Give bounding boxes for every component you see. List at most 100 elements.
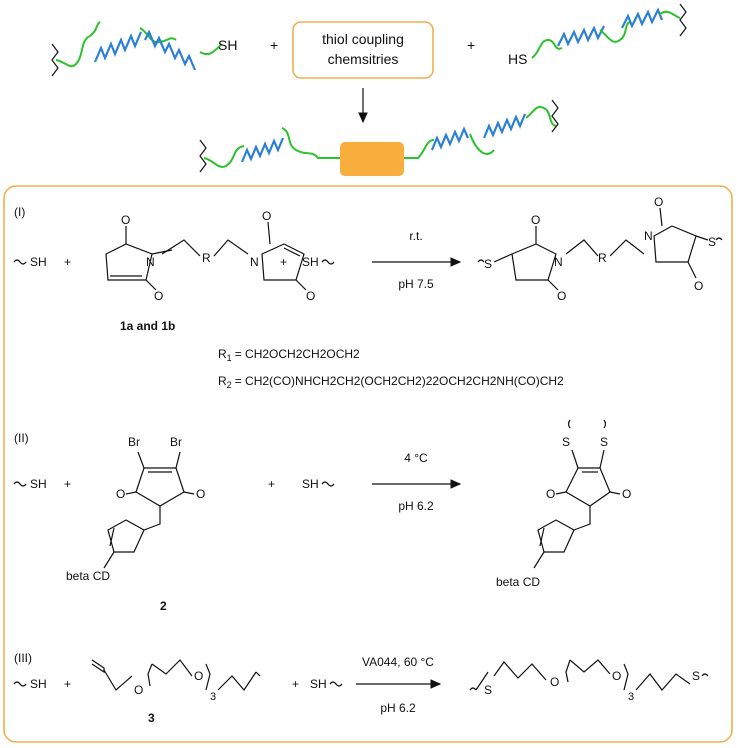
section-1-roman: (I) <box>14 205 25 219</box>
r2-formula: = CH2(CO)NHCH2CH2(OCH2CH2)22OCH2CH2NH(CO… <box>235 374 564 388</box>
reactant-sh-left: SH <box>30 477 47 491</box>
plus: + <box>64 677 71 691</box>
product-right-anchor <box>551 99 559 133</box>
product-helix-1 <box>240 137 285 163</box>
product-2-sulfur-left: S <box>562 435 570 449</box>
dbm-oxygen-right: O <box>196 487 205 501</box>
helix-4 <box>621 7 664 29</box>
r1-symbol: R <box>218 347 227 361</box>
beta-cd-label-product: beta CD <box>496 575 540 589</box>
helix-2 <box>144 29 197 71</box>
reactions-panel <box>3 185 733 743</box>
reactant-sh-left: SH <box>30 255 47 269</box>
product-3-sulfur-right: S <box>692 669 700 683</box>
dithiomaleimide-product: S S O O beta CD <box>496 419 631 589</box>
product-1-oxygen-4: O <box>694 279 703 293</box>
r1-definition: R1= CH2OCH2CH2OCH2 <box>218 347 360 363</box>
coupling-box-line1: thiol coupling <box>322 31 404 47</box>
bromine-right: Br <box>170 435 182 449</box>
plus: + <box>64 255 71 269</box>
bismaleimide-structure: O N O R N O O <box>105 209 315 303</box>
product-1-oxygen-2: O <box>557 289 566 303</box>
compound-1-label: 1a and 1b <box>120 319 175 333</box>
condition-3-top: VA044, 60 °C <box>362 655 434 669</box>
bis-succinimide-product: S O N O R N O O S <box>477 195 723 303</box>
product-left-anchor <box>199 139 207 173</box>
product-3-oxygen-2: O <box>612 669 621 683</box>
plus: + <box>280 255 287 269</box>
r2-symbol: R <box>218 374 227 388</box>
linker-R: R <box>202 251 211 265</box>
r1-subscript: 1 <box>227 353 232 363</box>
condition-2-top: 4 °C <box>404 451 428 465</box>
maleimide-1-oxygen-bottom: O <box>154 289 163 303</box>
dibromomaleimide-structure: Br Br O O beta CD <box>66 435 205 583</box>
reactant-sh-right: SH <box>310 677 327 691</box>
product-1-nitrogen-1: N <box>554 255 563 269</box>
left-anchor-wavy <box>51 43 59 77</box>
peg-repeat-count-reactant: 3 <box>210 691 216 703</box>
wavy-bond <box>329 681 343 687</box>
product-helix-3 <box>482 113 527 139</box>
product-1-sulfur-left: S <box>484 257 492 271</box>
product-1-oxygen-1: O <box>531 213 540 227</box>
helix-3 <box>557 25 605 47</box>
wavy-bond <box>13 481 27 487</box>
condition-3-bottom: pH 6.2 <box>380 701 416 715</box>
wavy-bond <box>321 259 335 265</box>
product-2-oxygen-left: O <box>546 487 555 501</box>
plus: + <box>292 677 299 691</box>
plus: + <box>64 477 71 491</box>
thioether-peg-product: S O O 3 S <box>469 659 709 703</box>
product-3-oxygen-1: O <box>550 675 559 689</box>
beta-cd-label-reactant: beta CD <box>66 569 110 583</box>
diallyl-peg-structure: O O 3 <box>91 659 261 703</box>
r2-subscript: 2 <box>227 380 232 390</box>
product-1-sulfur-right: S <box>708 235 716 249</box>
wavy-bond <box>321 481 335 487</box>
product-1-R: R <box>598 251 607 265</box>
helix-1 <box>93 31 143 63</box>
compound-2-label: 2 <box>160 599 167 613</box>
product-3-sulfur-left: S <box>484 683 492 697</box>
maleimide-1-oxygen-top: O <box>121 213 130 227</box>
reactant-sh-right: SH <box>302 477 319 491</box>
reactant-sh-right: SH <box>302 255 319 269</box>
product-helix-2 <box>430 126 470 151</box>
section-2-roman: (II) <box>14 431 29 445</box>
plus: + <box>268 477 275 491</box>
top-plus-1: + <box>270 37 278 53</box>
right-anchor-wavy <box>679 3 687 37</box>
bromine-left: Br <box>128 435 140 449</box>
diallyl-oxygen-2: O <box>194 669 203 683</box>
top-plus-2: + <box>467 37 475 53</box>
compound-3-label: 3 <box>148 711 155 725</box>
product-2-sulfur-right: S <box>600 435 608 449</box>
left-sh-label: SH <box>218 37 237 53</box>
r2-definition: R2= CH2(CO)NHCH2CH2(OCH2CH2)22OCH2CH2NH(… <box>218 374 564 390</box>
product-1-nitrogen-2: N <box>644 229 653 243</box>
condition-1-bottom: pH 7.5 <box>398 277 434 291</box>
section-1: (I) SH + O N O R N O O + SH r.t. <box>13 195 723 390</box>
left-peptide: SH <box>51 21 237 77</box>
dbm-oxygen-left: O <box>116 487 125 501</box>
maleimide-2-oxygen-bottom: O <box>306 289 315 303</box>
wavy-bond <box>13 681 27 687</box>
coupling-block <box>340 142 404 176</box>
right-hs-label: HS <box>508 51 527 67</box>
wavy-bond <box>13 259 27 265</box>
coupled-product <box>199 99 559 176</box>
diallyl-oxygen-1: O <box>134 683 143 697</box>
section-3: (III) SH + O O 3 3 + SH VA044, 60 °C pH … <box>13 651 709 725</box>
section-2: (II) SH + Br Br O O beta CD 2 + SH 4 °C … <box>13 419 631 613</box>
r1-formula: = CH2OCH2CH2OCH2 <box>235 347 360 361</box>
condition-2-bottom: pH 6.2 <box>398 499 434 513</box>
right-peptide: HS <box>508 3 687 67</box>
section-3-roman: (III) <box>14 651 32 665</box>
product-2-oxygen-right: O <box>622 487 631 501</box>
maleimide-1-nitrogen: N <box>146 255 155 269</box>
product-1-oxygen-3: O <box>654 195 663 209</box>
condition-1-top: r.t. <box>409 229 422 243</box>
maleimide-2-oxygen-top: O <box>262 209 271 223</box>
